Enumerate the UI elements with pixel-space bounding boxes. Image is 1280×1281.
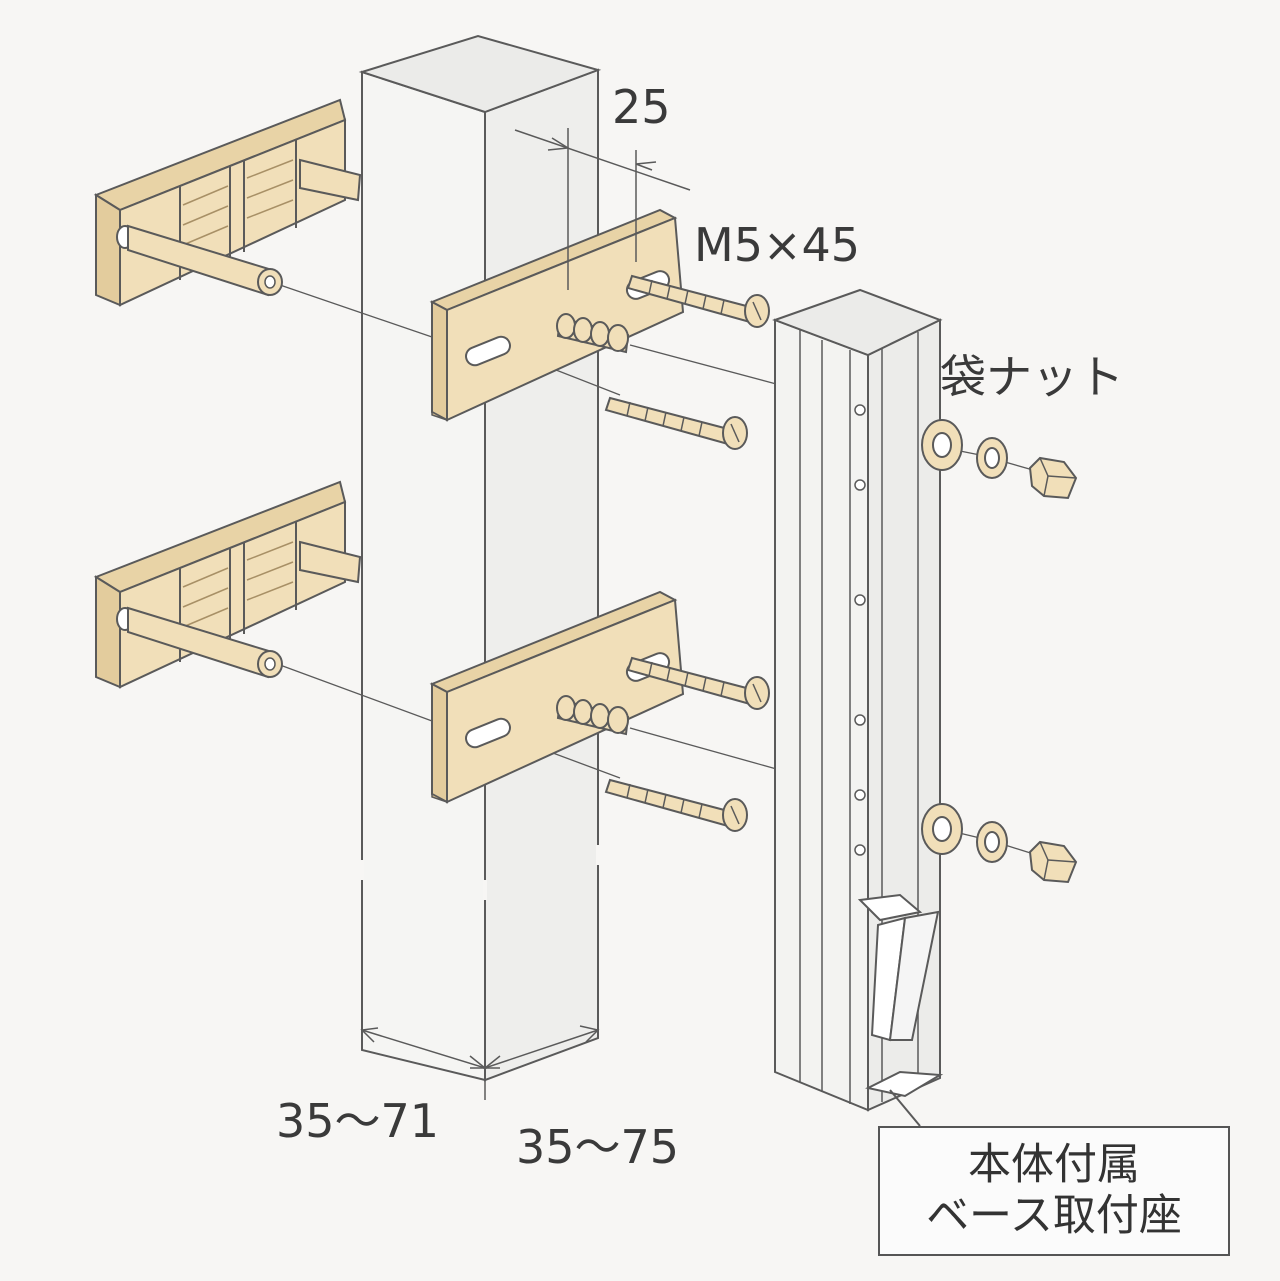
dimension-top — [514, 128, 691, 290]
bolt-spec-label: M5×45 — [694, 218, 861, 272]
callout-leader — [889, 1089, 921, 1127]
lower-washers-and-cap-nut — [921, 803, 1077, 883]
assembly-lines — [279, 284, 1041, 857]
upper-washers-and-cap-nut — [921, 419, 1077, 499]
upper-wall-bracket — [95, 99, 361, 306]
vertical-column — [772, 288, 944, 1112]
dimension-label-top: 25 — [612, 80, 671, 134]
dimension-label-right: 35～75 — [516, 1120, 680, 1174]
callout-line-1: 本体付属 — [968, 1140, 1140, 1191]
lower-bottom-screw-bolt — [605, 779, 748, 832]
callout-line-2: ベース取付座 — [926, 1191, 1182, 1241]
dimension-label-left: 35～71 — [276, 1094, 440, 1148]
base-mount-callout: 本体付属 ベース取付座 — [878, 1126, 1230, 1256]
cap-nut-label: 袋ナット — [940, 350, 1124, 404]
dimension-bottom — [360, 1025, 600, 1100]
square-post — [358, 34, 602, 1082]
upper-bottom-screw-bolt — [605, 397, 748, 450]
lower-wall-bracket — [95, 481, 361, 688]
